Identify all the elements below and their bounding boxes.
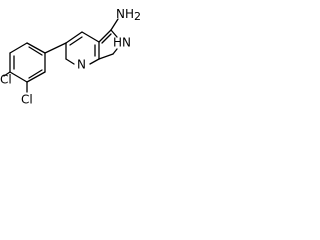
structure-diagram: NH2 HN N Cl Cl [0, 0, 160, 117]
aryl-link-bond [44, 42, 67, 54]
bond [81, 31, 100, 43]
bond [65, 31, 83, 44]
bond [9, 42, 28, 54]
bond [9, 71, 28, 83]
bond [26, 42, 46, 54]
pyrazole-ring [98, 29, 118, 60]
cl-bond-top [3, 71, 11, 77]
double-bond [101, 33, 112, 44]
double-bond [69, 36, 83, 46]
amine-bond [110, 18, 119, 31]
chlorine-bottom-label: Cl [21, 93, 33, 107]
bond [98, 29, 112, 43]
pyridine-ring [65, 31, 100, 65]
bond [98, 53, 114, 60]
bond [112, 48, 118, 55]
double-bond [28, 46, 43, 56]
bond [110, 29, 118, 38]
dichlorophenyl-ring [9, 42, 46, 83]
bond [26, 71, 46, 83]
pyridine-n-label: N [77, 58, 86, 72]
double-bond [28, 69, 43, 79]
pyrazole-nh-label: HN [113, 36, 131, 50]
amine-label: NH2 [116, 7, 141, 24]
bond [65, 58, 75, 65]
chlorine-top-label: Cl [0, 73, 12, 87]
molecule-svg: NH2 HN N Cl Cl [0, 7, 141, 107]
bond [89, 58, 100, 65]
